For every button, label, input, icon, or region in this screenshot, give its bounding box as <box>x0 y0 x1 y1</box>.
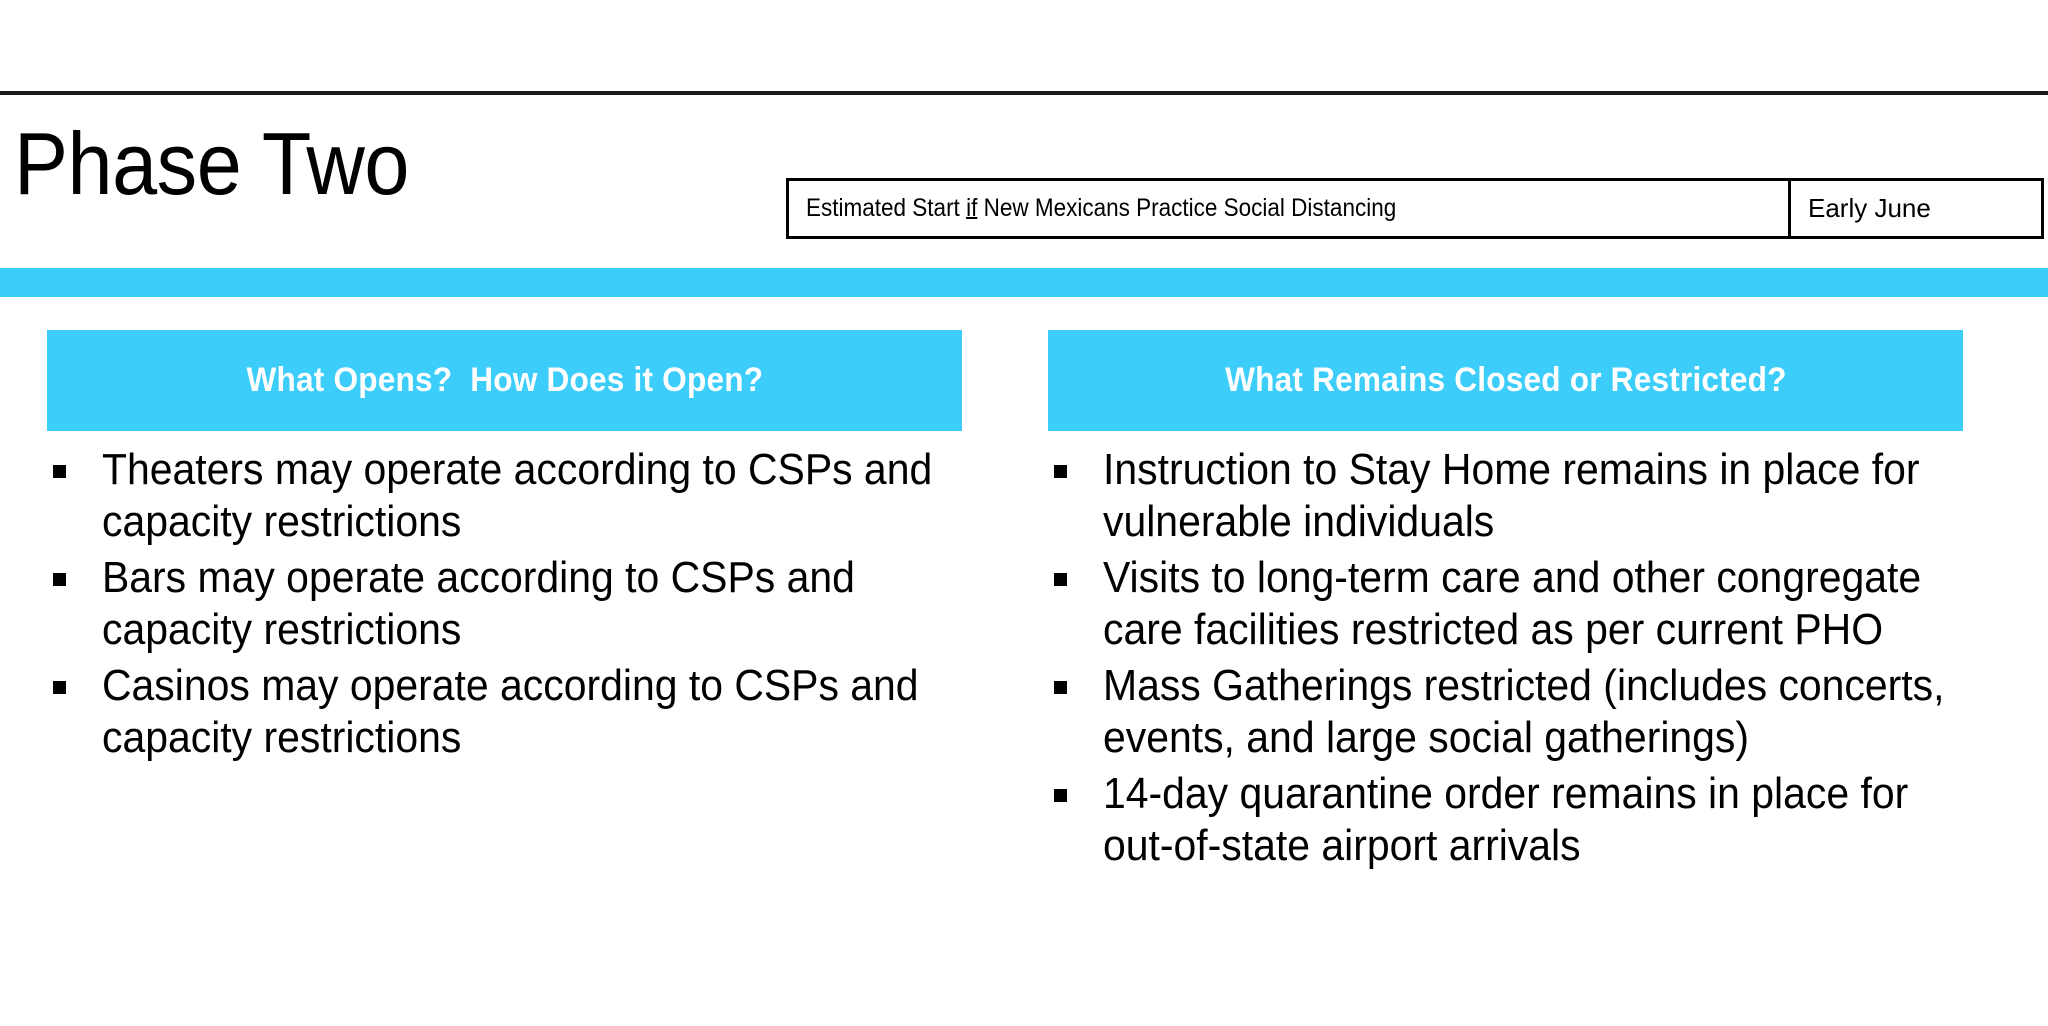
list-item-text: Instruction to Stay Home remains in plac… <box>1103 445 1920 546</box>
accent-divider-band <box>0 268 2048 297</box>
estimated-start-label-prefix: Estimated Start <box>806 194 967 222</box>
list-item: 14-day quarantine order remains in place… <box>1048 768 1988 872</box>
list-item: Mass Gatherings restricted (includes con… <box>1048 660 1988 764</box>
square-bullet-icon <box>1054 681 1067 694</box>
square-bullet-icon <box>1054 465 1067 478</box>
list-item-text: 14-day quarantine order remains in place… <box>1103 769 1909 870</box>
page-title: Phase Two <box>14 114 409 213</box>
estimated-start-label-text: Estimated Start if New Mexicans Practice… <box>806 194 1396 223</box>
list-item-text: Bars may operate according to CSPs and c… <box>102 553 855 654</box>
square-bullet-icon <box>1054 789 1067 802</box>
list-item: Visits to long-term care and other congr… <box>1048 552 1988 656</box>
column-body-what-remains-closed: Instruction to Stay Home remains in plac… <box>1048 444 1988 876</box>
top-divider-rule <box>0 91 2048 95</box>
column-header-what-remains-closed-label: What Remains Closed or Restricted? <box>1224 361 1787 399</box>
list-item: Theaters may operate according to CSPs a… <box>47 444 977 548</box>
column-body-what-opens: Theaters may operate according to CSPs a… <box>47 444 977 768</box>
bullet-list-what-remains-closed: Instruction to Stay Home remains in plac… <box>1048 444 1988 872</box>
square-bullet-icon <box>1054 573 1067 586</box>
list-item: Casinos may operate according to CSPs an… <box>47 660 977 764</box>
column-header-what-remains-closed: What Remains Closed or Restricted? <box>1048 330 1963 431</box>
square-bullet-icon <box>53 681 66 694</box>
list-item: Bars may operate according to CSPs and c… <box>47 552 977 656</box>
estimated-start-label-suffix: New Mexicans Practice Social Distancing <box>977 194 1397 222</box>
estimated-start-label-emphasis: if <box>966 194 978 222</box>
column-header-what-opens: What Opens? How Does it Open? <box>47 330 962 431</box>
estimated-start-value-cell: Early June <box>1791 181 2041 236</box>
bullet-list-what-opens: Theaters may operate according to CSPs a… <box>47 444 977 764</box>
list-item-text: Theaters may operate according to CSPs a… <box>102 445 933 546</box>
estimated-start-value-text: Early June <box>1808 193 1931 223</box>
square-bullet-icon <box>53 573 66 586</box>
estimated-start-label-cell: Estimated Start if New Mexicans Practice… <box>789 181 1791 236</box>
column-header-what-opens-label: What Opens? How Does it Open? <box>246 361 763 399</box>
list-item-text: Visits to long-term care and other congr… <box>1103 553 1922 654</box>
list-item: Instruction to Stay Home remains in plac… <box>1048 444 1988 548</box>
square-bullet-icon <box>53 465 66 478</box>
list-item-text: Casinos may operate according to CSPs an… <box>102 661 919 762</box>
estimated-start-table: Estimated Start if New Mexicans Practice… <box>786 178 2044 239</box>
list-item-text: Mass Gatherings restricted (includes con… <box>1103 661 1945 762</box>
